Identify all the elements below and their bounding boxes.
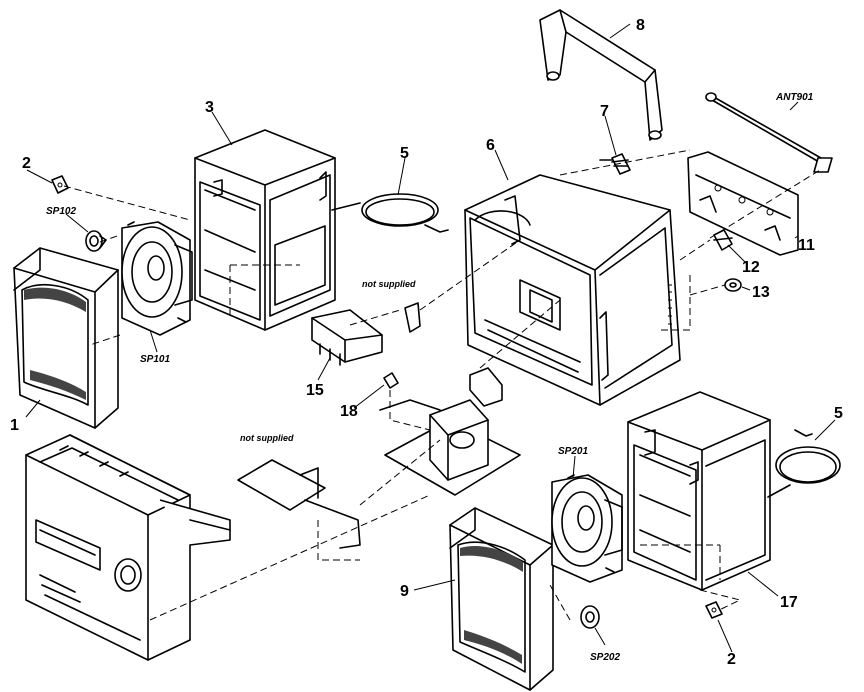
callout-13: 13 <box>752 284 770 301</box>
callout-15: 15 <box>306 382 324 399</box>
callout-2-top: 2 <box>22 155 31 172</box>
callout-18: 18 <box>340 403 358 420</box>
callout-9: 9 <box>400 583 409 600</box>
note-not-supplied-left: not supplied <box>240 433 294 443</box>
speaker-cable-5-top <box>331 193 449 233</box>
label-sp202: SP202 <box>590 652 620 663</box>
left-speaker-grille <box>13 247 119 429</box>
bracket-2-bottom <box>705 601 723 619</box>
washer-13 <box>689 278 742 296</box>
callout-2-bottom: 2 <box>727 651 736 668</box>
clip-12 <box>713 229 733 251</box>
callout-3: 3 <box>205 99 214 116</box>
screw-7 <box>599 153 631 175</box>
component-references: SP102 SP101 SP201 SP202 ANT901 <box>46 92 814 663</box>
terminal-strip-15 <box>311 309 401 366</box>
circuit-board-assembly <box>379 299 561 496</box>
tweeter-sp202 <box>549 584 600 629</box>
bracket-2-top <box>51 175 69 194</box>
callout-5-right: 5 <box>834 405 843 422</box>
callout-12: 12 <box>742 259 760 276</box>
callout-11: 11 <box>798 237 815 254</box>
antenna-ant901 <box>705 92 833 239</box>
callout-1: 1 <box>10 417 19 434</box>
carry-handle-8 <box>539 9 663 141</box>
main-cabinet-6 <box>464 174 691 406</box>
speaker-cabinet-17 <box>627 391 771 613</box>
woofer-sp201 <box>551 474 623 583</box>
label-sp101: SP101 <box>140 354 170 365</box>
callout-5-top: 5 <box>400 145 409 162</box>
notes: not supplied not supplied <box>240 279 416 443</box>
speaker-cabinet-3 <box>194 129 336 331</box>
bracket-not-supplied-left <box>237 439 441 561</box>
label-ant901: ANT901 <box>775 92 814 103</box>
woofer-sp101 <box>121 221 193 336</box>
callout-numbers: 1 2 2 3 5 5 6 7 8 9 11 12 13 15 17 18 <box>10 17 843 668</box>
label-sp201: SP201 <box>558 446 588 457</box>
label-sp102: SP102 <box>46 206 76 217</box>
bracket-not-supplied-top <box>404 239 521 333</box>
clip-18 <box>383 372 431 431</box>
back-panel-11 <box>687 151 799 256</box>
callout-17: 17 <box>780 594 798 611</box>
speaker-cable-5-right <box>767 429 841 498</box>
callout-6: 6 <box>486 137 495 154</box>
note-not-supplied-top: not supplied <box>362 279 416 289</box>
front-panel <box>25 434 431 661</box>
callout-8: 8 <box>636 17 645 34</box>
assembly-guide-lines <box>63 149 711 346</box>
right-speaker-grille <box>449 507 554 691</box>
leader-lines <box>25 23 836 653</box>
callout-7: 7 <box>600 103 609 120</box>
